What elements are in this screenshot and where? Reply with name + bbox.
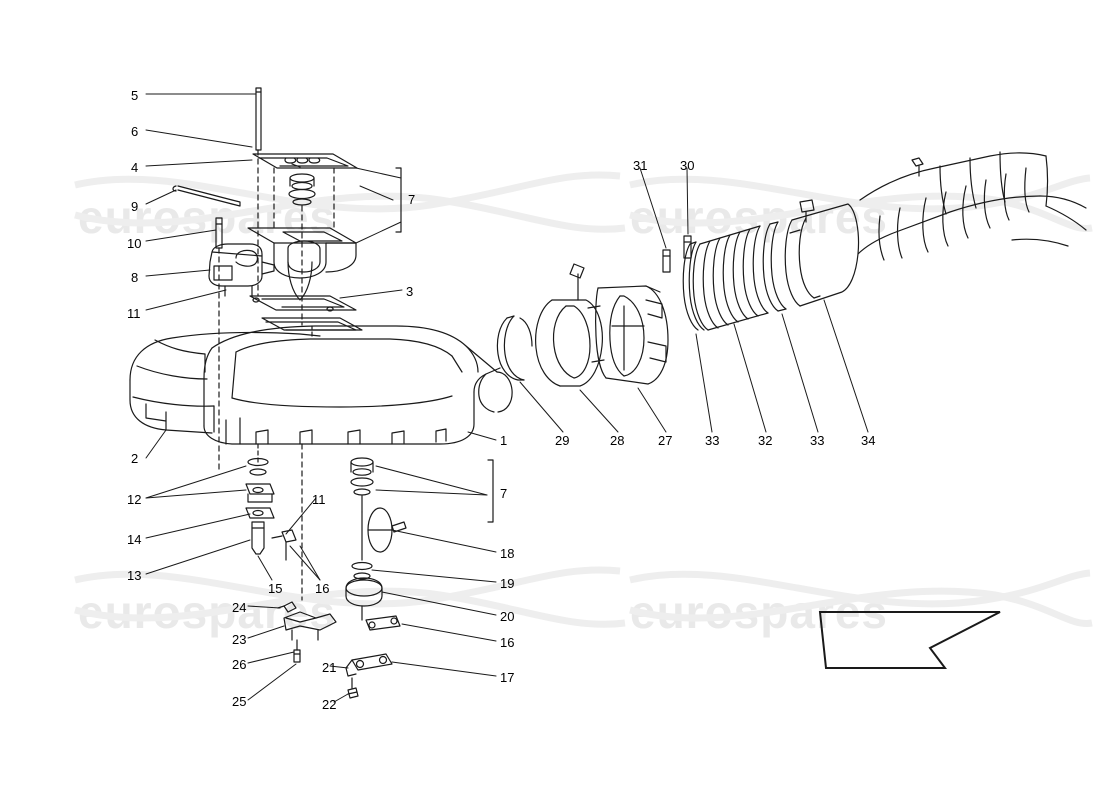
callout-19: 19 — [500, 576, 515, 591]
lower-left-hardware — [245, 443, 303, 601]
callout-3: 3 — [406, 284, 414, 299]
callout-14: 14 — [127, 532, 142, 547]
callout-31: 31 — [633, 158, 648, 173]
callout-10: 10 — [127, 236, 142, 251]
callout-9: 9 — [131, 199, 139, 214]
callout-33-left: 33 — [705, 433, 720, 448]
bracket-7-upper — [395, 167, 402, 233]
callout-32: 32 — [758, 433, 773, 448]
lower-center-stack — [345, 457, 407, 621]
callout-34: 34 — [861, 433, 876, 448]
callout-5: 5 — [131, 88, 139, 103]
callout-7-upper: 7 — [408, 192, 416, 207]
callout-13: 13 — [127, 568, 142, 583]
callout-8: 8 — [131, 270, 139, 285]
bracket-7-lower — [487, 459, 494, 523]
callout-12: 12 — [127, 492, 142, 507]
callout-29: 29 — [555, 433, 570, 448]
callout-16-lower: 16 — [500, 635, 515, 650]
callout-2: 2 — [131, 451, 139, 466]
bottom-bracket-assembly — [277, 601, 401, 699]
callout-26: 26 — [232, 657, 247, 672]
callout-16-upper: 16 — [315, 581, 330, 596]
throttle-body-group — [496, 235, 692, 387]
callout-11-lower: 11 — [312, 492, 326, 507]
air-duct-group — [682, 199, 860, 331]
callout-1: 1 — [500, 433, 508, 448]
callout-25: 25 — [232, 694, 247, 709]
callout-17: 17 — [500, 670, 515, 685]
callout-21: 21 — [322, 660, 337, 675]
callout-33-right: 33 — [810, 433, 825, 448]
callout-23: 23 — [232, 632, 247, 647]
callout-6: 6 — [131, 124, 139, 139]
callout-27: 27 — [658, 433, 673, 448]
callout-4: 4 — [131, 160, 139, 175]
callout-28: 28 — [610, 433, 625, 448]
callout-15: 15 — [268, 581, 283, 596]
callout-30: 30 — [680, 158, 695, 173]
callout-11-upper: 11 — [127, 306, 141, 321]
callout-22: 22 — [322, 697, 337, 712]
vehicle-body-outline — [857, 151, 1087, 261]
pressure-regulator-assembly — [172, 185, 275, 471]
callout-18: 18 — [500, 546, 515, 561]
callout-7-lower: 7 — [500, 486, 508, 501]
leader-lines — [145, 93, 869, 703]
upper-cover-stack — [247, 87, 358, 326]
intake-manifold-body — [129, 317, 513, 445]
callout-24: 24 — [232, 600, 247, 615]
callout-20: 20 — [500, 609, 515, 624]
